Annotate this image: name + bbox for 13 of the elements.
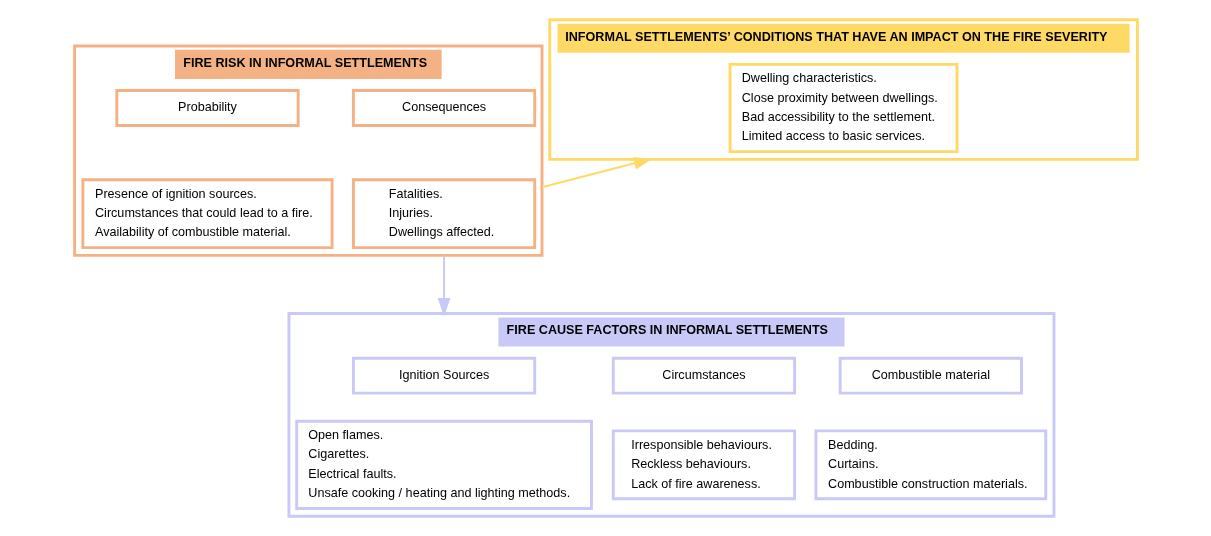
node-box: Fatalities. Injuries. Dwellings affected. [351,178,536,250]
node-box: Open flames. Cigarettes. Electrical faults. Unsafe cooking / heating and lighting methods. [294,419,593,510]
node-box: Dwelling characteristics. Close proximity between dwellings. Bad accessibility to the settlement. Limited access to basic services. [728,62,958,154]
node-box: Irresponsible behaviours. Reckless behaviours. Lack of fire awareness. [611,429,796,501]
arrow [437,254,451,317]
node-box: Combustible material [838,356,1023,395]
arrow [540,157,652,189]
node-box: Probability [114,89,300,127]
node-box: Ignition Sources [351,356,536,395]
node-box: Bedding. Curtains. Combustible construction materials. [813,429,1047,501]
node-box: Presence of ignition sources. Circumstances that could lead to a fire. Availability of combustible material. [80,178,334,250]
node-box: Circumstances [611,356,796,395]
node-box: Consequences [351,89,536,127]
